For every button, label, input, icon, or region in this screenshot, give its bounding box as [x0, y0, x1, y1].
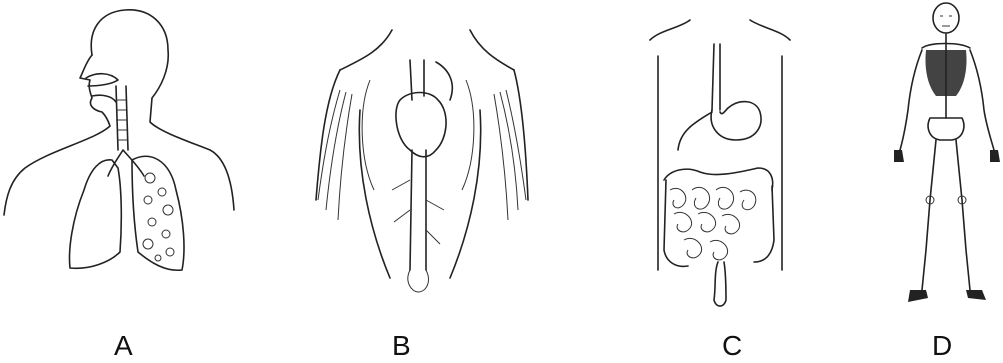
- skeletal-system-illustration: [870, 0, 1003, 363]
- digestive-system-drawing: [640, 0, 800, 320]
- digestive-system-illustration: [640, 0, 800, 363]
- skeletal-system-drawing: [870, 0, 1003, 320]
- respiratory-system-drawing: [0, 0, 240, 300]
- panel-label-d: D: [932, 330, 952, 362]
- circulatory-system-illustration: [300, 0, 530, 363]
- panel-label-b: B: [392, 330, 411, 362]
- panel-label-c: C: [722, 330, 742, 362]
- panel-label-a: A: [114, 330, 133, 362]
- circulatory-system-drawing: [300, 0, 530, 300]
- respiratory-system-illustration: [0, 0, 240, 363]
